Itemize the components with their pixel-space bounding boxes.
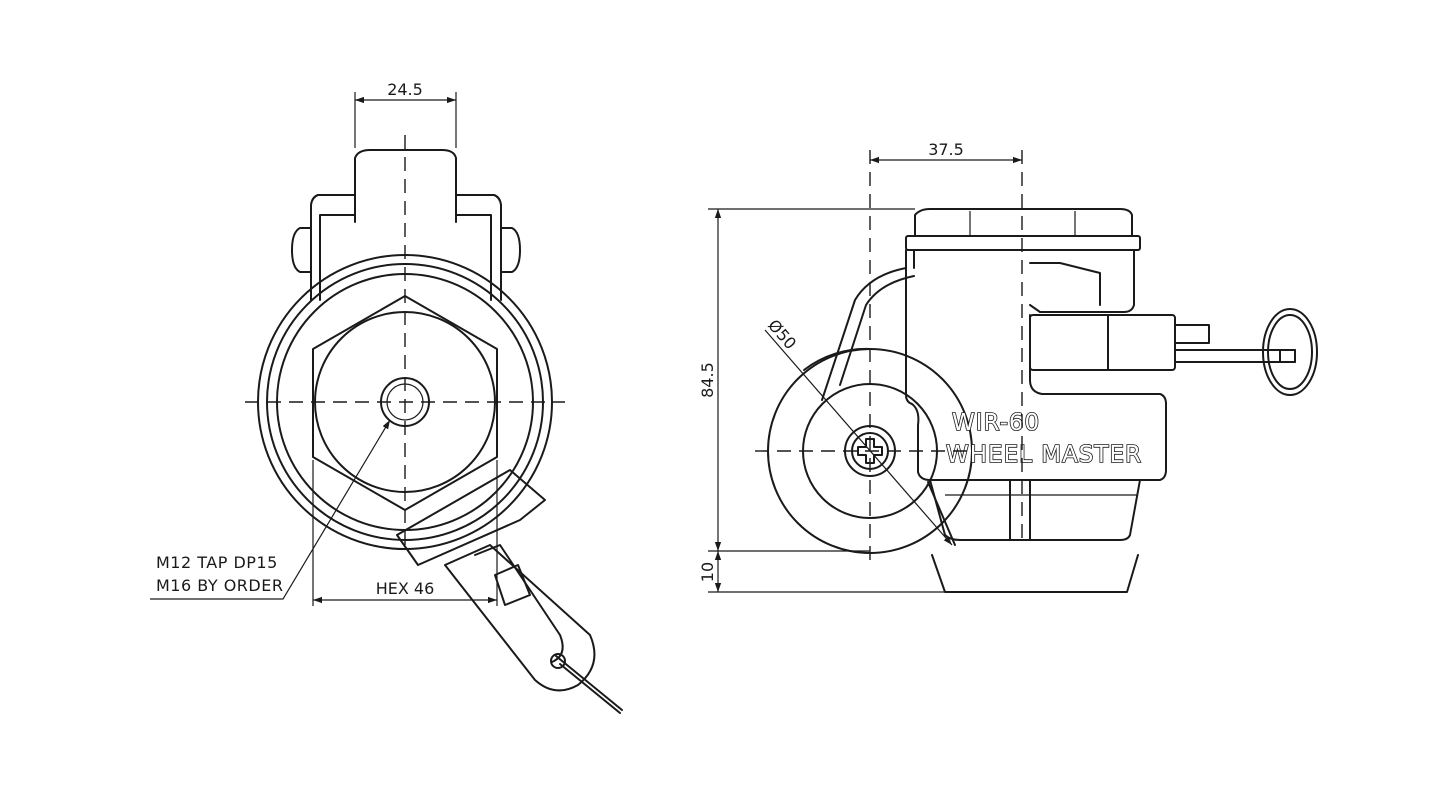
name-plate	[911, 403, 1167, 481]
phillips-head	[857, 438, 883, 464]
side-view: WIR-60 WHEEL MASTER 37.5 84.5 10 Ø50	[698, 140, 1318, 593]
stem-block	[354, 149, 457, 223]
pull-ring	[1262, 308, 1318, 396]
base-pad	[931, 554, 1139, 593]
dim-side-width: 37.5	[928, 140, 964, 159]
lever-block	[1029, 314, 1176, 371]
tap-leader	[150, 419, 391, 600]
lever-housing	[396, 469, 546, 566]
wheel-diameter-leader	[764, 329, 953, 546]
right-bolt-head	[500, 227, 521, 273]
dim-wheel-diameter: Ø50	[764, 316, 800, 353]
brand-model: WIR-60	[952, 410, 1040, 436]
plunger-pin	[1174, 324, 1210, 344]
lever-arm	[444, 544, 596, 692]
base-block	[929, 479, 1141, 541]
dim-top-width: 24.5	[387, 80, 423, 99]
note-tap-line2: M16 BY ORDER	[156, 576, 283, 595]
lever-pin-hole	[550, 653, 566, 669]
dim-hex: HEX 46	[376, 579, 435, 598]
curved-bracket	[821, 267, 907, 401]
left-bracket	[310, 194, 356, 301]
main-body	[905, 249, 913, 405]
right-bracket	[455, 194, 502, 301]
left-bolt-head	[291, 227, 312, 273]
top-washer	[905, 235, 1141, 251]
brand-name: WHEEL MASTER	[946, 442, 1142, 468]
dim-base-gap: 10	[698, 562, 717, 582]
top-nut	[914, 208, 1133, 237]
note-tap-line1: M12 TAP DP15	[156, 553, 278, 572]
body-upper-right	[1039, 249, 1135, 313]
dim-height: 84.5	[698, 362, 717, 398]
front-view: 24.5 HEX 46 M12 TAP DP15 M16 BY ORDER	[150, 80, 623, 714]
retaining-wire	[555, 655, 623, 711]
